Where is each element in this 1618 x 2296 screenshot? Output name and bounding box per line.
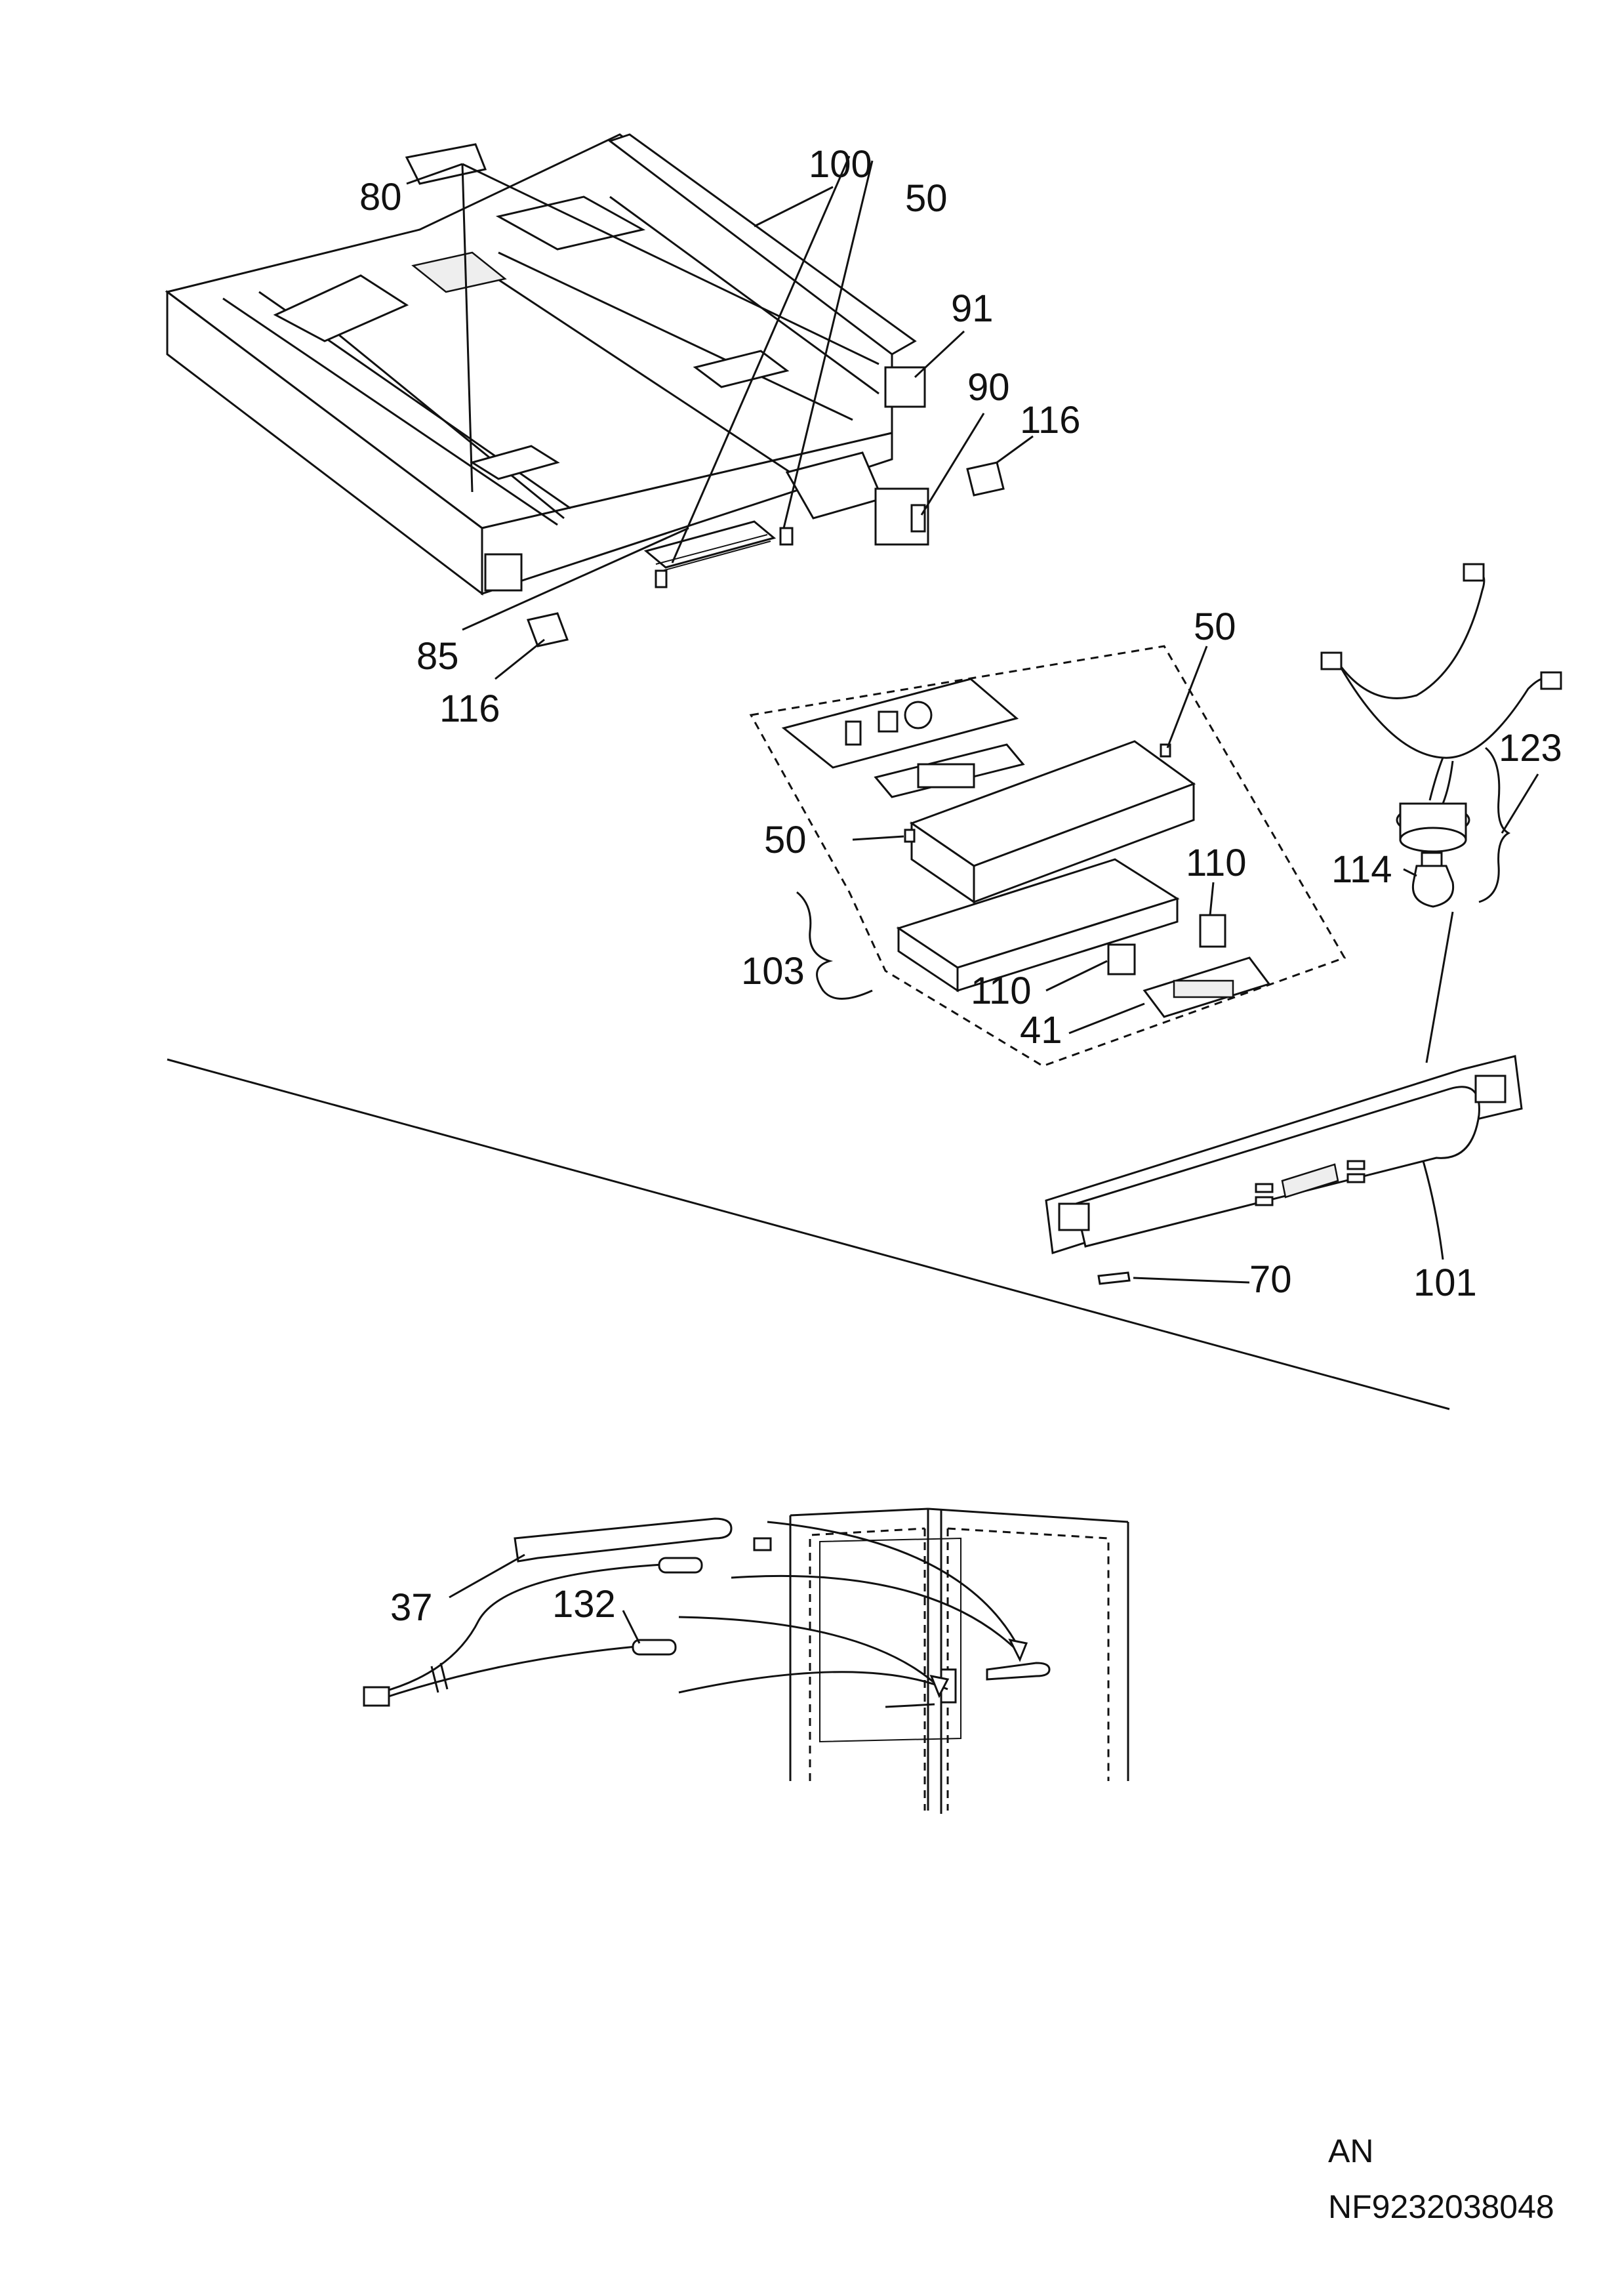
callout-116-left: 116 — [439, 687, 500, 730]
module-base — [896, 858, 1180, 993]
leaders-bottom — [449, 1553, 935, 1708]
clip-part-110-b — [1107, 943, 1136, 975]
callout-114: 114 — [1331, 848, 1392, 891]
callout-85: 85 — [416, 635, 459, 678]
callout-100: 100 — [809, 143, 872, 186]
callout-41: 41 — [1020, 1009, 1062, 1052]
pcb-board — [781, 678, 1019, 769]
button-part-41 — [1143, 956, 1271, 1018]
brace-123 — [1478, 747, 1511, 903]
assembly-arrows — [678, 1521, 1028, 1698]
cover-part-80 — [405, 143, 487, 185]
callout-91: 91 — [951, 287, 994, 330]
callout-50-module: 50 — [1194, 605, 1236, 648]
callout-110-left: 110 — [971, 970, 1031, 1012]
clip-part-110-a — [1199, 914, 1226, 948]
wiring-harness — [1320, 563, 1562, 804]
board-part-85 — [643, 520, 777, 588]
section-divider — [167, 1058, 1450, 1410]
lamp-holder-part-123 — [1396, 802, 1470, 853]
callout-80: 80 — [359, 176, 402, 218]
module-boundary-103 — [749, 645, 1346, 1067]
screw-part-50-c — [904, 829, 916, 843]
callout-50-side: 50 — [764, 819, 807, 861]
lens-part-70 — [1097, 1271, 1131, 1285]
sensor-cable-part-132 — [363, 1557, 703, 1707]
brace-103 — [796, 891, 873, 1000]
document-code: NF9232038048 — [1328, 2188, 1554, 2225]
clip-part-116-bottom — [526, 612, 569, 647]
cabinet-outline — [789, 1507, 1129, 1814]
screw-part-50-a — [779, 527, 794, 546]
callout-116-right: 116 — [1020, 399, 1080, 441]
variant-code: AN — [1328, 2133, 1374, 2169]
lamp-bulb-part-114 — [1411, 851, 1455, 908]
callout-101: 101 — [1413, 1261, 1477, 1304]
fascia-part-101 — [1045, 1055, 1523, 1254]
callout-90: 90 — [967, 366, 1010, 409]
callout-labels: 80 100 50 91 90 116 85 116 50 123 50 114… — [359, 143, 1562, 1629]
leaders-top — [406, 155, 1034, 680]
mounted-sensor-in-cabinet — [940, 1662, 1051, 1704]
callout-70: 70 — [1249, 1258, 1292, 1301]
callout-37: 37 — [390, 1586, 433, 1629]
callout-50-top: 50 — [905, 177, 948, 220]
sensor-holder-part-37 — [514, 1517, 772, 1563]
callout-123: 123 — [1499, 727, 1562, 769]
display-bracket — [874, 743, 1025, 798]
callout-132: 132 — [552, 1583, 616, 1626]
leaders-middle — [852, 646, 1215, 1035]
leaders-fascia — [1133, 1160, 1444, 1284]
callout-110-right: 110 — [1186, 842, 1246, 884]
leaders-right — [1403, 773, 1539, 1063]
transformer-part-90 — [785, 451, 929, 546]
clip-part-116-top — [966, 461, 1005, 497]
module-cover-top — [909, 740, 1196, 904]
callout-103: 103 — [741, 950, 805, 993]
